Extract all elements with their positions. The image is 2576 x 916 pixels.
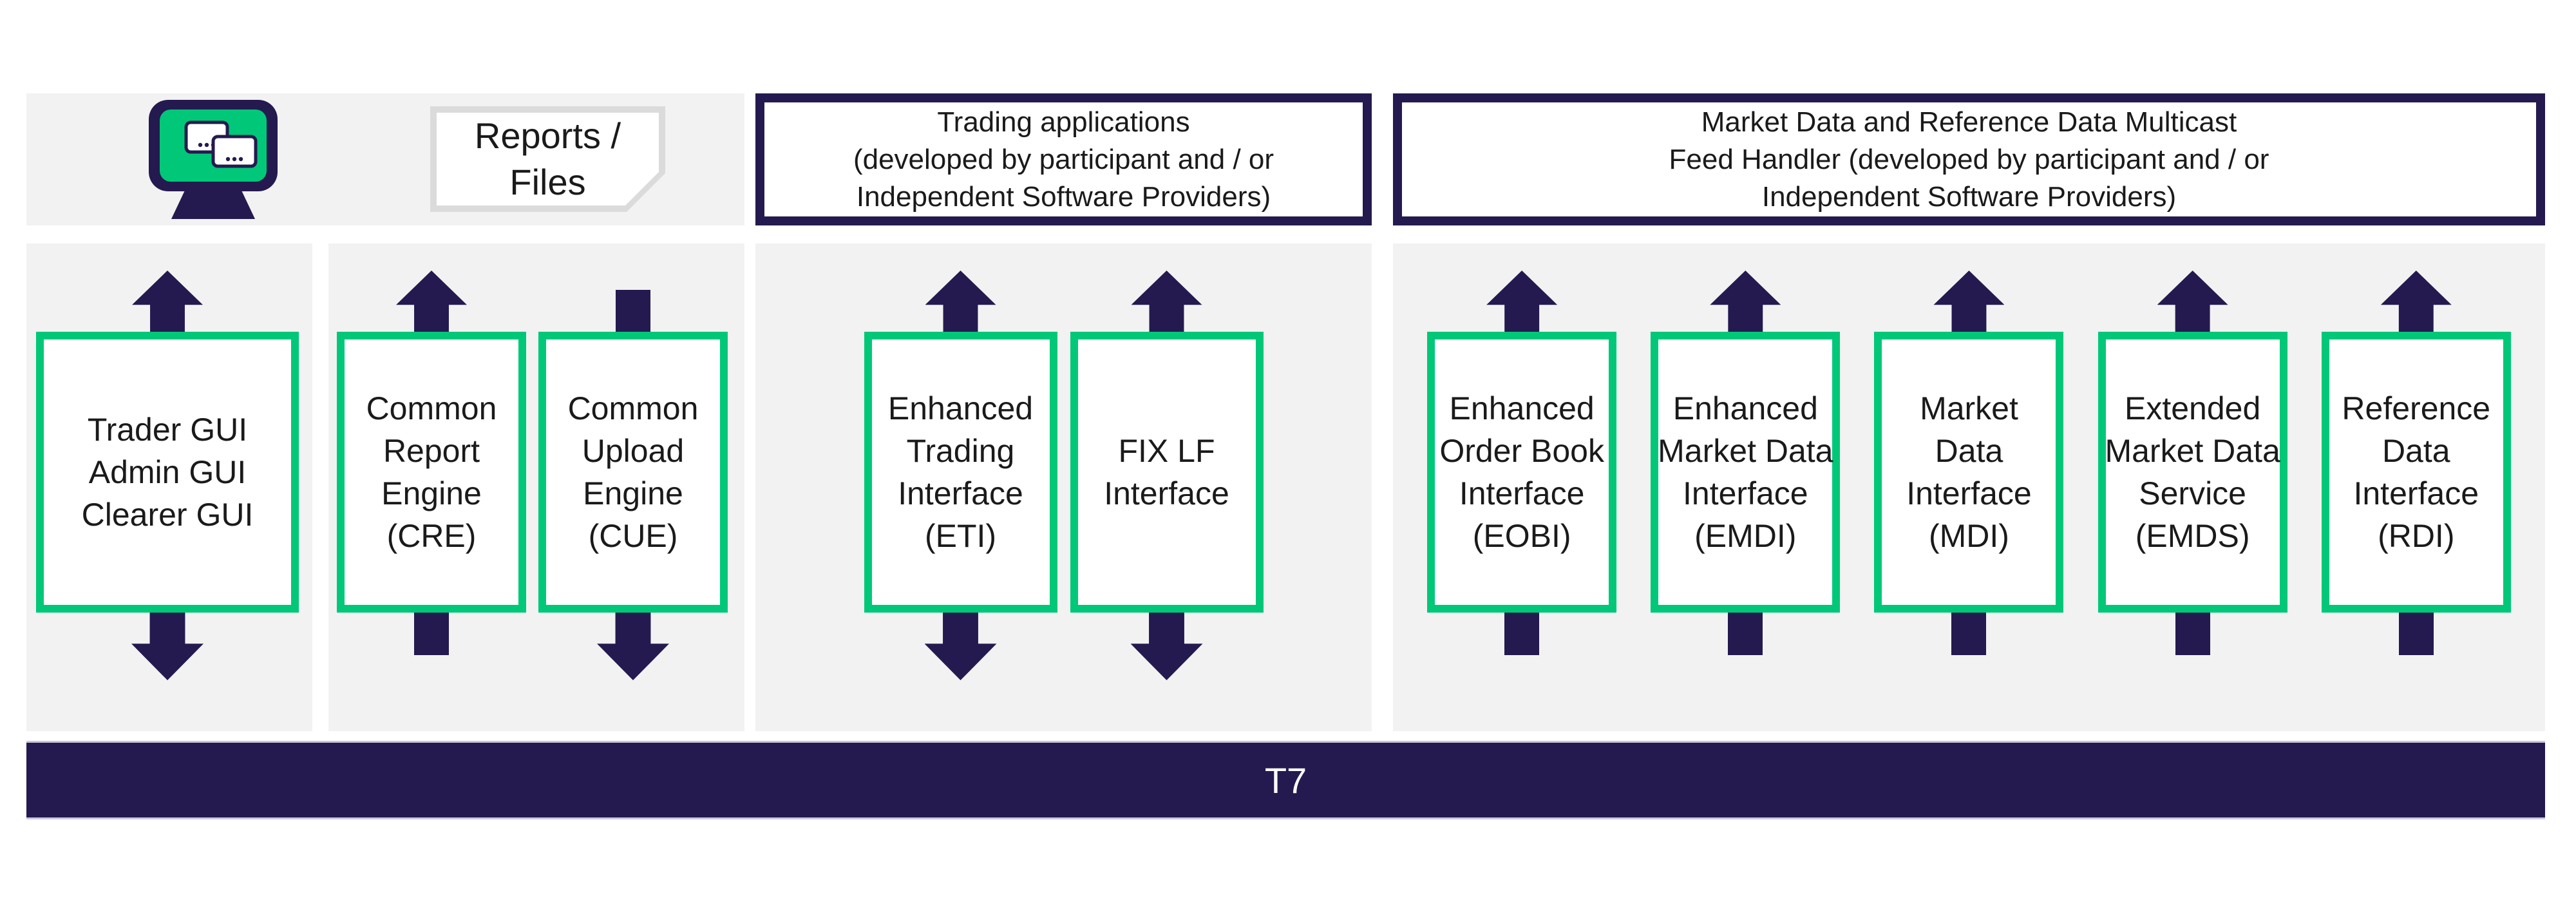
- client-access-panel: Reports / Files: [26, 93, 744, 225]
- trading-applications-header-label: Trading applications (developed by parti…: [853, 106, 1274, 213]
- trading-applications-panel: Enhanced Trading Interface (ETI) FIX LF …: [755, 243, 1372, 731]
- arrow-down-icon: [131, 613, 204, 680]
- trader-gui-box: Trader GUI Admin GUI Clearer GUI: [36, 332, 299, 613]
- arrow-down-icon: [924, 613, 997, 680]
- interface-unit: Market Data Interface (MDI): [1874, 243, 2064, 731]
- computer-monitor-icon: [149, 100, 278, 219]
- reports-files-label: Reports / Files: [474, 115, 621, 202]
- reports-files-note: Reports / Files: [430, 106, 665, 212]
- interface-unit: Common Upload Engine (CUE): [538, 243, 728, 731]
- arrow-up-icon: [2157, 271, 2228, 332]
- interface-unit: Reference Data Interface (RDI): [2321, 243, 2511, 731]
- market-data-feed-handler-header-label: Market Data and Reference Data Multicast…: [1669, 106, 2269, 213]
- reports-files-note-face: Reports / Files: [437, 113, 659, 205]
- connector-stub: [616, 290, 650, 332]
- eti-label: Enhanced Trading Interface (ETI): [887, 390, 1034, 554]
- arrow-up-icon: [2380, 271, 2452, 332]
- arrow-down-icon: [1130, 613, 1203, 680]
- connector-stub: [1728, 613, 1763, 655]
- eobi-label: Enhanced Order Book Interface (EOBI): [1439, 390, 1604, 554]
- emdi-box: Enhanced Market Data Interface (EMDI): [1651, 332, 1841, 613]
- connector-stub: [414, 613, 449, 655]
- cre-label: Common Report Engine (CRE): [366, 390, 497, 554]
- interface-unit: Enhanced Trading Interface (ETI): [864, 243, 1057, 731]
- interface-unit: Enhanced Order Book Interface (EOBI): [1427, 243, 1617, 731]
- t7-label: T7: [1264, 759, 1307, 801]
- interface-unit: FIX LF Interface: [1070, 243, 1264, 731]
- t7-platform-bar: T7: [26, 741, 2545, 819]
- interface-unit: Common Report Engine (CRE): [337, 243, 526, 731]
- cre-box: Common Report Engine (CRE): [337, 332, 526, 613]
- interface-unit: Enhanced Market Data Interface (EMDI): [1651, 243, 1841, 731]
- report-upload-panel: Common Report Engine (CRE) Common Upload…: [328, 243, 744, 731]
- market-data-feed-handler-header: Market Data and Reference Data Multicast…: [1393, 93, 2545, 225]
- connector-stub: [1504, 613, 1540, 655]
- arrow-up-icon: [132, 271, 203, 332]
- emdi-label: Enhanced Market Data Interface (EMDI): [1658, 390, 1833, 554]
- interface-unit: Extended Market Data Service (EMDS): [2098, 243, 2287, 731]
- mdi-label: Market Data Interface (MDI): [1906, 390, 2032, 554]
- connector-stub: [2175, 613, 2210, 655]
- mdi-box: Market Data Interface (MDI): [1874, 332, 2064, 613]
- emds-label: Extended Market Data Service (EMDS): [2105, 390, 2280, 554]
- trader-gui-label: Trader GUI Admin GUI Clearer GUI: [81, 412, 254, 533]
- arrow-up-icon: [1486, 271, 1558, 332]
- arrow-up-icon: [1131, 271, 1202, 332]
- arrow-up-icon: [1933, 271, 2005, 332]
- connector-stub: [1951, 613, 1987, 655]
- gui-clients-panel: Trader GUI Admin GUI Clearer GUI: [26, 243, 312, 731]
- cue-label: Common Upload Engine (CUE): [567, 390, 699, 554]
- cue-box: Common Upload Engine (CUE): [538, 332, 728, 613]
- rdi-label: Reference Data Interface (RDI): [2342, 390, 2491, 554]
- trading-applications-header: Trading applications (developed by parti…: [755, 93, 1372, 225]
- eobi-box: Enhanced Order Book Interface (EOBI): [1427, 332, 1617, 613]
- arrow-up-icon: [925, 271, 996, 332]
- arrow-up-icon: [1710, 271, 1781, 332]
- arrow-up-icon: [396, 271, 467, 332]
- interface-unit: Trader GUI Admin GUI Clearer GUI: [36, 243, 299, 731]
- fix-lf-label: FIX LF Interface: [1104, 433, 1229, 511]
- fix-lf-box: FIX LF Interface: [1070, 332, 1264, 613]
- connector-stub: [2398, 613, 2434, 655]
- market-data-panel: Enhanced Order Book Interface (EOBI) Enh…: [1393, 243, 2545, 731]
- rdi-box: Reference Data Interface (RDI): [2321, 332, 2511, 613]
- arrow-down-icon: [597, 613, 669, 680]
- emds-box: Extended Market Data Service (EMDS): [2098, 332, 2287, 613]
- eti-box: Enhanced Trading Interface (ETI): [864, 332, 1057, 613]
